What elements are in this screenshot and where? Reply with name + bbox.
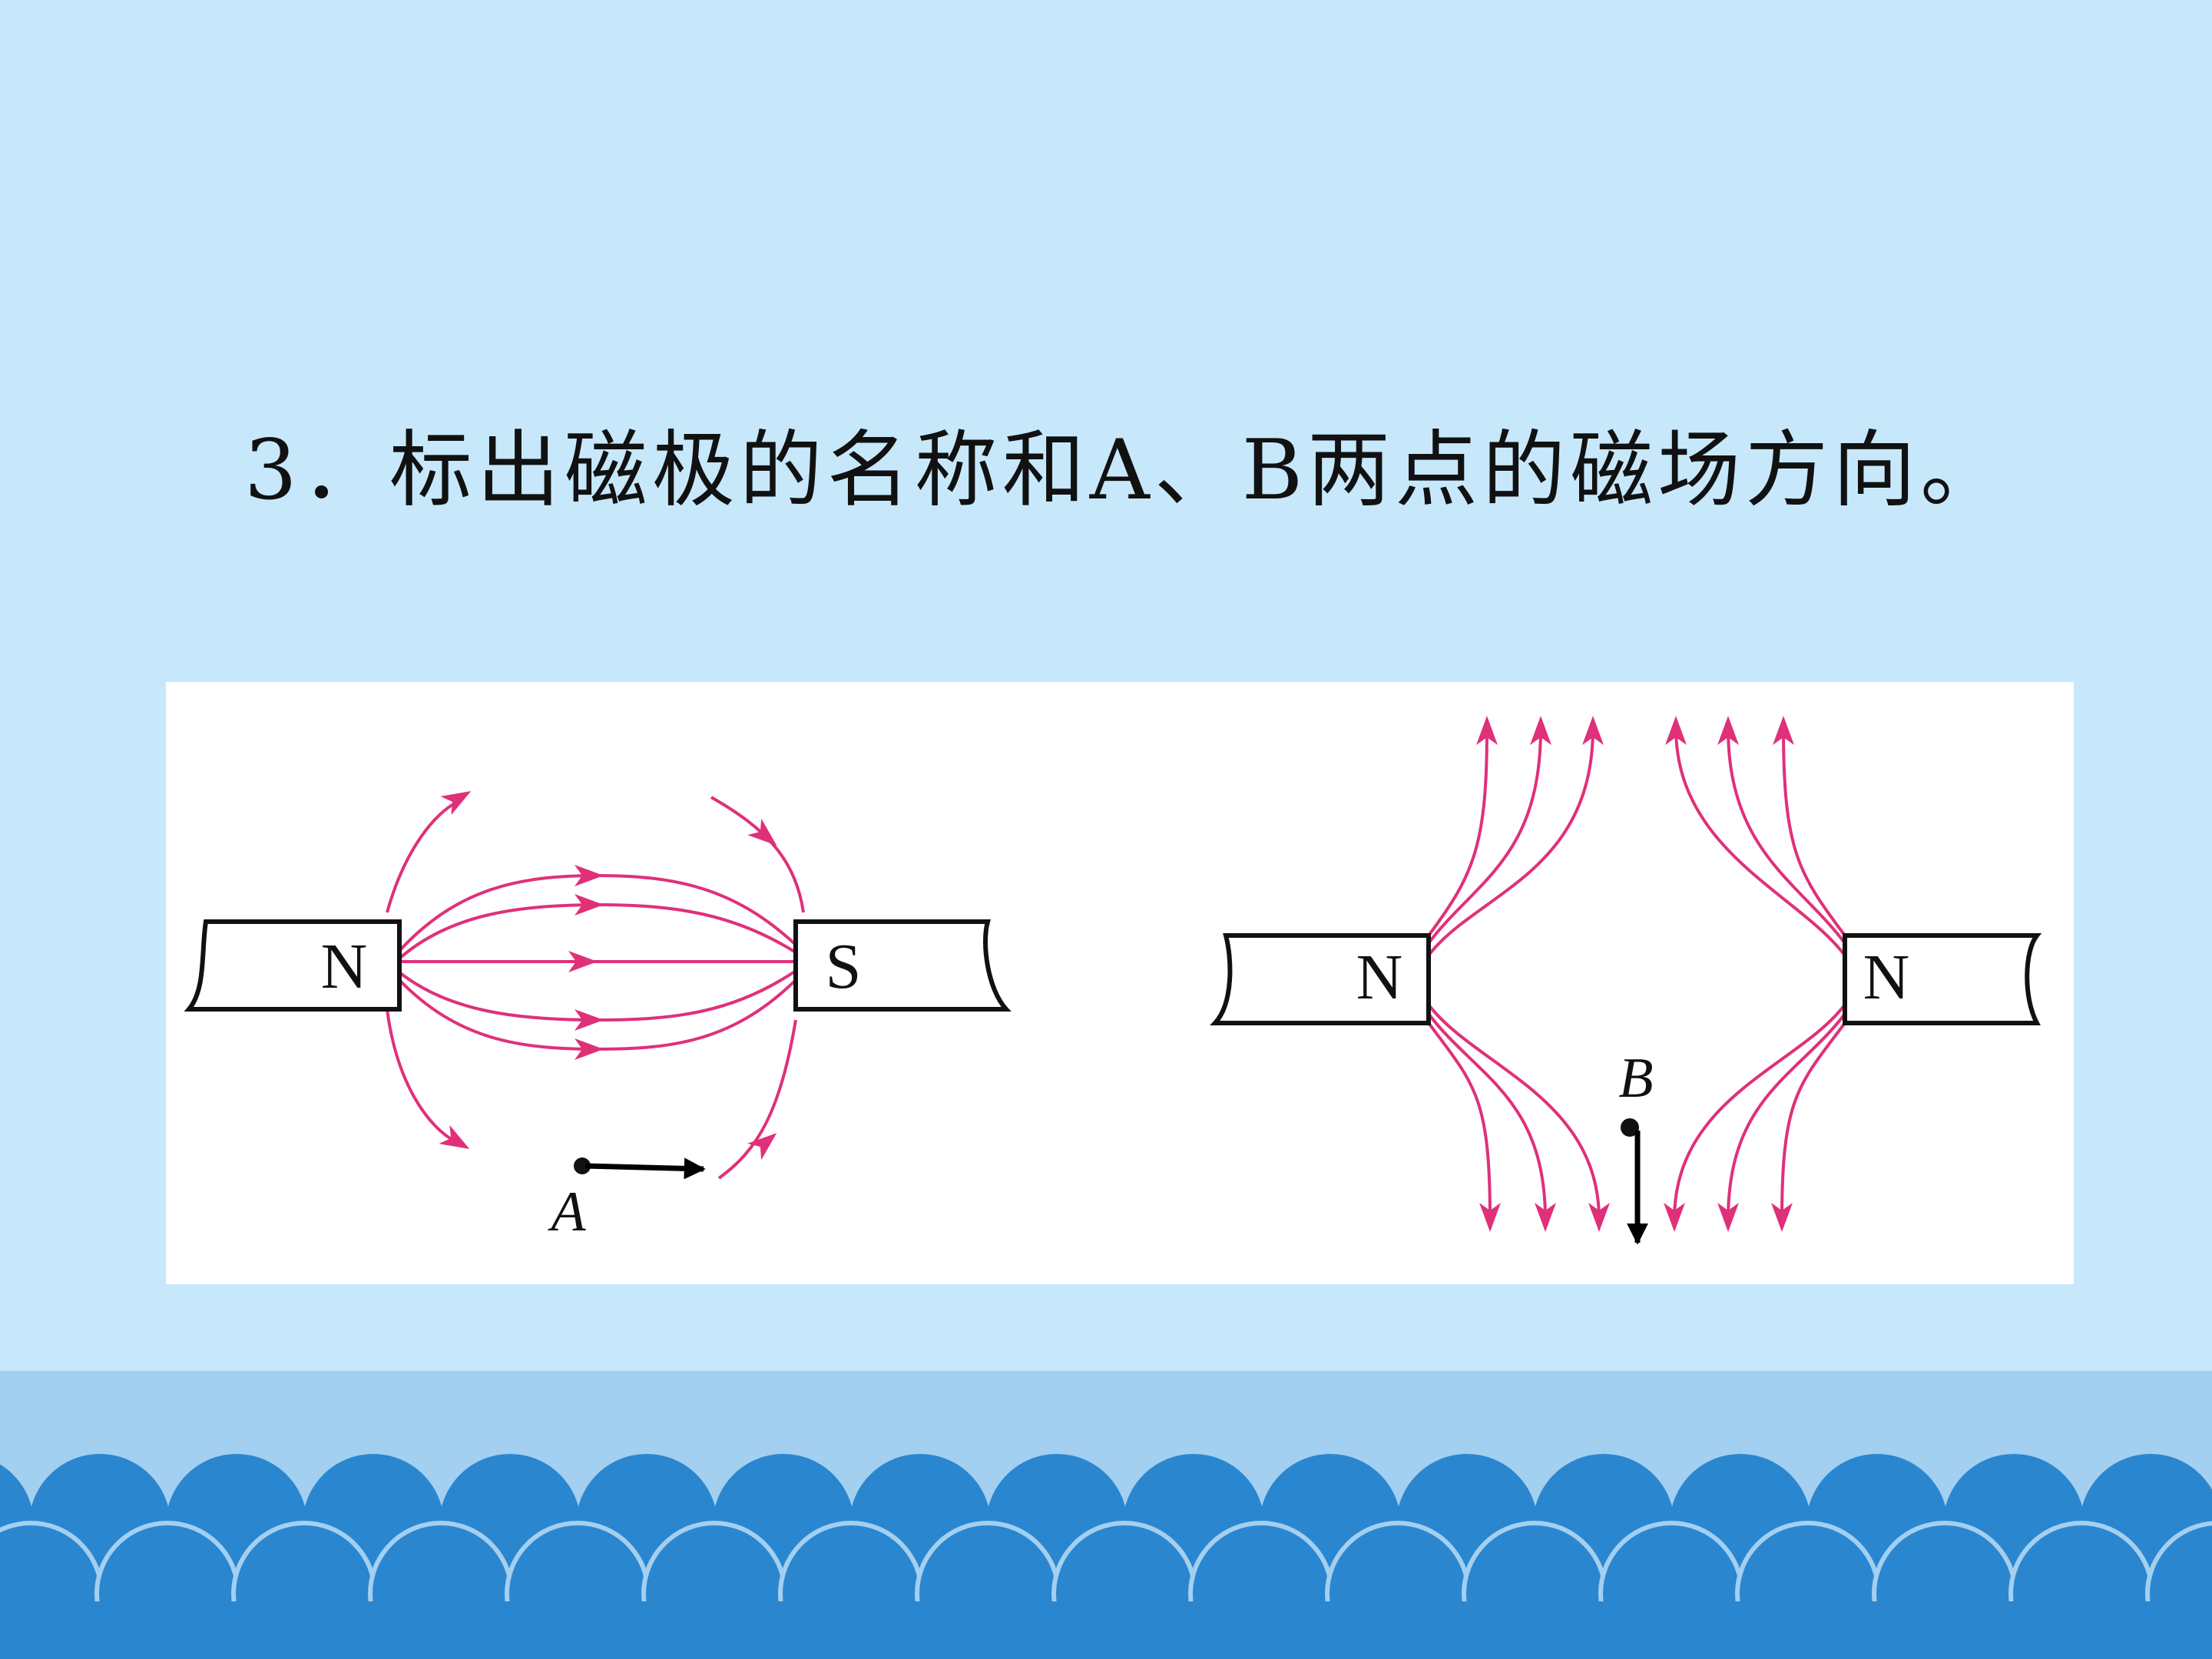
magnet-label-n: N: [321, 931, 368, 1002]
field-arrowhead: [1588, 1203, 1610, 1232]
field-line: [1674, 727, 1846, 957]
question-title: 3．标出磁极的名称和A、B两点的磁场方向。: [244, 422, 2008, 518]
field-arrowhead: [1717, 716, 1739, 745]
field-line: [398, 979, 797, 1051]
field-line: [1673, 1003, 1846, 1220]
field-line: [386, 800, 459, 913]
magnet-n-right-2: N: [1843, 933, 2042, 1025]
field-arrowhead: [1771, 1203, 1793, 1232]
field-line: [1427, 1022, 1492, 1220]
magnet-label-n: N: [1356, 942, 1403, 1013]
magnet-label-s: S: [826, 931, 862, 1002]
magnet-label-n: N: [1863, 942, 1910, 1013]
field-line: [1427, 1012, 1547, 1220]
field-arrowhead: [1664, 1203, 1685, 1232]
field-line: [1727, 727, 1846, 945]
field-line: [1727, 1012, 1846, 1220]
field-arrowhead: [1582, 716, 1604, 745]
left-field-lines: [386, 791, 805, 1180]
point-b-label: B: [1618, 1047, 1653, 1110]
magnet-n-left: N: [184, 919, 402, 1012]
point-a-label: A: [547, 1181, 586, 1243]
point-a-direction-arrow: [584, 1157, 706, 1180]
wave-base: [0, 1601, 2212, 1659]
magnet-n-right-1: N: [1210, 933, 1431, 1025]
field-line: [1782, 727, 1846, 937]
field-arrowhead: [575, 1009, 604, 1031]
right-field-lines: [1427, 716, 1846, 1232]
field-line: [1427, 727, 1488, 937]
field-line: [717, 1019, 797, 1180]
field-arrowhead: [439, 1124, 470, 1149]
field-line: [1427, 727, 1594, 957]
point-b-dot: [1621, 1118, 1639, 1137]
point-a: A: [547, 1157, 706, 1243]
field-line: [398, 873, 797, 952]
field-arrowhead: [568, 951, 598, 972]
field-arrowhead: [575, 1038, 604, 1060]
field-arrowhead: [747, 1133, 777, 1161]
field-line: [398, 969, 797, 1022]
field-arrowhead: [575, 894, 604, 916]
field-line: [1427, 1003, 1601, 1220]
field-arrowhead: [1530, 716, 1551, 745]
point-a-dot: [574, 1157, 591, 1174]
field-arrowhead: [1773, 716, 1794, 745]
field-arrowhead: [575, 865, 604, 886]
field-line: [1780, 1022, 1846, 1220]
field-line: [1427, 727, 1542, 945]
field-arrowhead: [440, 791, 472, 816]
decorative-wave-footer: [0, 1371, 2212, 1659]
field-line: [386, 1008, 459, 1144]
magnetic-field-diagrams: N S A N N B: [184, 716, 2042, 1245]
field-arrowhead: [1665, 716, 1687, 745]
field-line: [710, 796, 805, 913]
magnet-s: S: [793, 919, 1012, 1012]
field-arrowhead: [1535, 1203, 1556, 1232]
field-arrowhead: [747, 818, 777, 846]
field-arrowhead: [1476, 716, 1498, 745]
field-arrowhead: [1717, 1203, 1739, 1232]
field-arrowhead: [1479, 1203, 1501, 1232]
field-line: [398, 902, 797, 960]
figure-panel: N S A N N B: [166, 682, 2074, 1284]
point-b: B: [1618, 1047, 1654, 1245]
